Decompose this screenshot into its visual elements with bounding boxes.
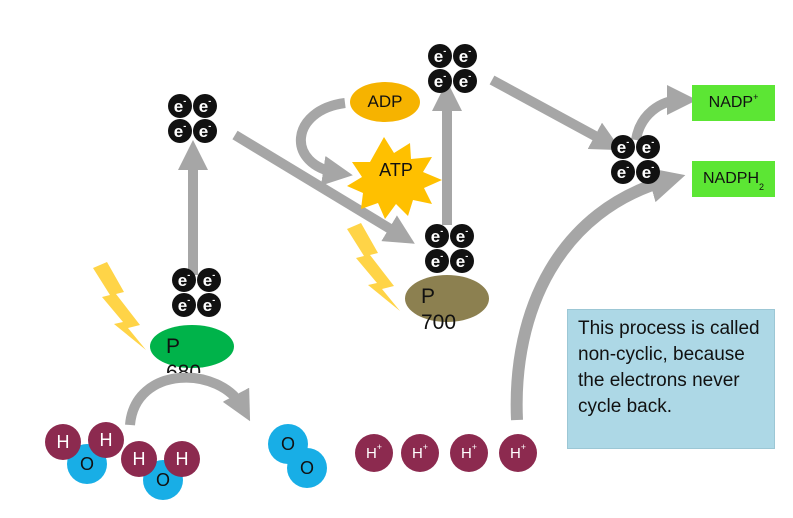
p680-label-clip: P 680 [150,325,234,373]
electron: e- [611,135,635,159]
atp-starburst [347,137,442,219]
p680-label: P 680 [166,335,202,373]
arrow-adp-to-atp [295,98,353,186]
proton: H+ [450,434,488,472]
lightning-bolt-p680 [93,262,146,350]
p680-photosystem [150,325,234,368]
electron: e- [193,94,217,118]
proton: H+ [401,434,439,472]
electron-group-p680: e- e- e- e- [172,268,222,318]
electron: e- [168,94,192,118]
electron-group-p700: e- e- e- e- [425,224,475,274]
electron: e- [450,224,474,248]
electron-group-left-top: e- e- e- e- [168,94,218,144]
nadp-plus-box: NADP+ [692,85,775,121]
arrow-nadp-curve [631,85,697,142]
electron: e- [428,44,452,68]
electron: e- [611,160,635,184]
electron: e- [168,119,192,143]
electron: e- [636,160,660,184]
electron: e- [193,119,217,143]
electron: e- [172,268,196,292]
hydrogen-atom: H [88,422,124,458]
electron: e- [636,135,660,159]
hydrogen-atom: H [164,441,200,477]
electron-group-nadp: e- e- e- e- [611,135,661,185]
lightning-bolt-p700 [347,223,400,311]
proton: H+ [499,434,537,472]
p700-label: P 700 [421,285,457,334]
electron: e- [197,268,221,292]
electron: e- [453,69,477,93]
proton: H+ [355,434,393,472]
arrow-to-nadp-electrons [489,75,622,151]
electron: e- [450,249,474,273]
hydrogen-atom: H [45,424,81,460]
hydrogen-atom: H [121,441,157,477]
electron: e- [425,249,449,273]
atp-label: ATP [379,160,413,180]
info-text-box: This process is called non-cyclic, becau… [567,309,775,449]
electron: e- [172,293,196,317]
p700-photosystem [405,275,489,322]
arrow-protons-to-nadph2 [510,167,686,421]
oxygen-atom: O [287,448,327,488]
adp-molecule: ADP [350,82,420,122]
electron: e- [197,293,221,317]
electron: e- [453,44,477,68]
arrow-electrons-to-p700 [232,130,415,244]
electron: e- [425,224,449,248]
electron-group-top-center: e- e- e- e- [428,44,478,94]
arrow-water-splitting [125,372,251,426]
electron: e- [428,69,452,93]
